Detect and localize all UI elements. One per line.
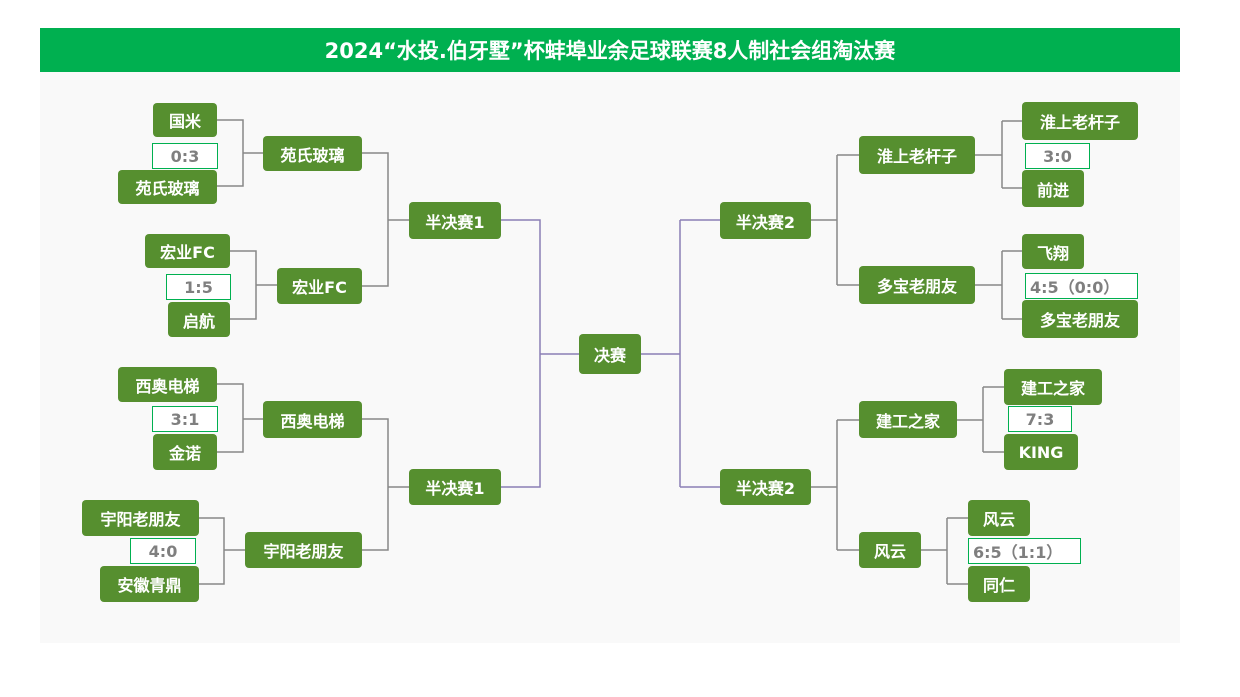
final-node: 决赛 bbox=[579, 334, 641, 374]
score-box: 0:3 bbox=[152, 143, 218, 169]
winner-node: 风云 bbox=[859, 532, 921, 568]
winner-node: 西奥电梯 bbox=[263, 401, 362, 438]
score-box: 1:5 bbox=[166, 274, 231, 300]
team-node: 金诺 bbox=[153, 434, 217, 470]
semifinal-node: 半决赛1 bbox=[409, 202, 501, 239]
connector bbox=[811, 154, 859, 286]
connector bbox=[362, 152, 409, 287]
team-node: 风云 bbox=[968, 500, 1030, 536]
winner-node: 多宝老朋友 bbox=[859, 266, 975, 304]
team-node: 同仁 bbox=[968, 566, 1030, 602]
semifinal-node: 半决赛2 bbox=[720, 469, 811, 505]
final-connector bbox=[641, 219, 720, 488]
winner-node: 建工之家 bbox=[859, 401, 957, 438]
connector bbox=[921, 517, 968, 585]
score-box: 3:0 bbox=[1025, 143, 1090, 169]
team-node: 淮上老杆子 bbox=[1022, 102, 1138, 140]
winner-node: 淮上老杆子 bbox=[859, 136, 975, 174]
team-node: 宇阳老朋友 bbox=[82, 500, 199, 536]
winner-node: 宇阳老朋友 bbox=[245, 532, 362, 568]
team-node: 西奥电梯 bbox=[118, 367, 217, 402]
connector bbox=[217, 383, 263, 453]
team-node: 国米 bbox=[153, 103, 217, 137]
winner-node: 苑氏玻璃 bbox=[263, 136, 362, 171]
connector bbox=[230, 250, 277, 320]
semifinal-node: 半决赛2 bbox=[720, 202, 811, 239]
connector bbox=[975, 120, 1022, 189]
team-node: 宏业FC bbox=[145, 234, 230, 268]
connector bbox=[199, 517, 245, 585]
score-box: 3:1 bbox=[152, 406, 218, 432]
connector bbox=[957, 386, 1004, 453]
score-box: 6:5（1:1） bbox=[968, 538, 1081, 564]
score-box: 4:5（0:0） bbox=[1025, 273, 1138, 299]
team-node: 苑氏玻璃 bbox=[118, 170, 217, 204]
team-node: 启航 bbox=[168, 302, 230, 337]
final-connector bbox=[501, 219, 579, 488]
team-node: KING bbox=[1004, 434, 1078, 470]
connector bbox=[975, 250, 1022, 320]
title-banner: 2024“水投.伯牙墅”杯蚌埠业余足球联赛8人制社会组淘汰赛 bbox=[40, 28, 1180, 72]
team-node: 飞翔 bbox=[1022, 234, 1084, 269]
connector bbox=[362, 418, 409, 551]
team-node: 建工之家 bbox=[1004, 369, 1102, 405]
winner-node: 宏业FC bbox=[277, 268, 362, 304]
team-node: 安徽青鼎 bbox=[100, 566, 199, 602]
connector bbox=[811, 419, 859, 551]
score-box: 4:0 bbox=[130, 538, 196, 564]
connector bbox=[217, 119, 263, 187]
score-box: 7:3 bbox=[1008, 406, 1072, 432]
team-node: 前进 bbox=[1022, 170, 1084, 207]
semifinal-node: 半决赛1 bbox=[409, 469, 501, 505]
team-node: 多宝老朋友 bbox=[1022, 300, 1138, 338]
